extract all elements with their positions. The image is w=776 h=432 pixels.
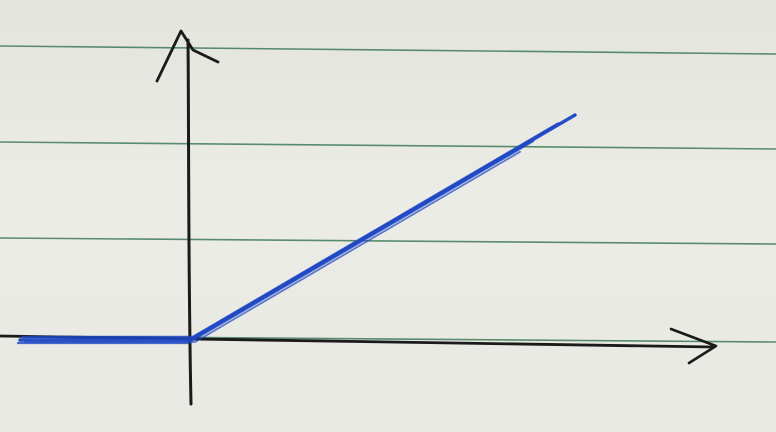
series-1-stroke-2 xyxy=(21,122,560,339)
series-1-point-2 xyxy=(188,338,192,342)
series-1-point-1 xyxy=(18,338,22,342)
ruled-lines xyxy=(0,45,776,343)
series-1-point-3 xyxy=(573,113,577,117)
ruled-line-1 xyxy=(0,45,776,55)
series-layer xyxy=(16,113,577,345)
y-axis-arrowhead xyxy=(155,29,220,83)
y-axis-line xyxy=(186,38,193,406)
ruled-line-2 xyxy=(0,141,776,150)
x-axis-arrowhead xyxy=(669,327,718,365)
axes xyxy=(0,29,718,406)
series-1-stroke-3 xyxy=(16,140,535,345)
ruled-line-3 xyxy=(0,237,776,245)
series-1-stroke-1 xyxy=(18,113,577,342)
series-1-stroke-4 xyxy=(24,150,521,343)
